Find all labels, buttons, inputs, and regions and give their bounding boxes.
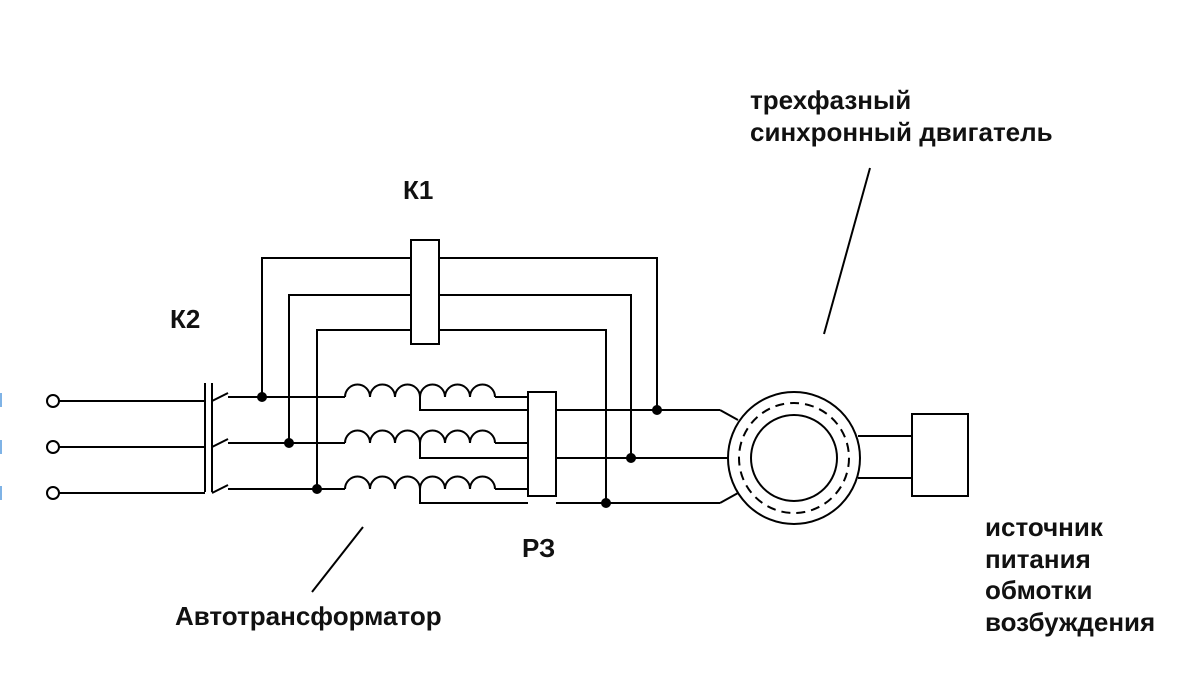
label-source-line4: возбуждения <box>985 607 1156 638</box>
motor-feed-lines <box>556 409 739 504</box>
motor-leader-line <box>823 167 871 335</box>
contactor-k1 <box>410 239 440 345</box>
label-source-line2: питания <box>985 543 1091 574</box>
label-source-line1: источник <box>985 512 1103 542</box>
label-k1: К1 <box>403 175 434 205</box>
excitation-source <box>911 413 969 497</box>
phase-marker-b <box>0 440 2 454</box>
label-excitation-source: источник питания обмотки возбуждения <box>985 512 1155 639</box>
terminal-phase-2 <box>46 440 60 454</box>
contactor-rz <box>527 391 557 497</box>
switch-k2 <box>204 383 229 494</box>
label-motor-line2: синхронный двигатель <box>750 116 1053 147</box>
phase-marker-a <box>0 393 2 407</box>
autotransformer-leader-line <box>311 526 364 593</box>
autotransformer-windings <box>344 383 528 504</box>
junction-dot <box>601 498 611 508</box>
phase-marker-c <box>0 486 2 500</box>
synchronous-motor <box>727 391 861 525</box>
label-rz: РЗ <box>522 533 556 563</box>
label-motor-line1: трехфазный <box>750 85 912 115</box>
bypass-wiring <box>261 257 658 503</box>
terminal-phase-1 <box>46 394 60 408</box>
label-motor: трехфазный синхронный двигатель <box>750 85 1053 148</box>
junction-dot <box>626 453 636 463</box>
label-k2: К2 <box>170 304 201 334</box>
terminal-phase-3 <box>46 486 60 500</box>
label-source-line3: обмотки <box>985 575 1093 606</box>
input-terminals <box>46 394 205 500</box>
junction-dot <box>652 405 662 415</box>
label-autotransformer: Автотрансформатор <box>175 601 442 631</box>
